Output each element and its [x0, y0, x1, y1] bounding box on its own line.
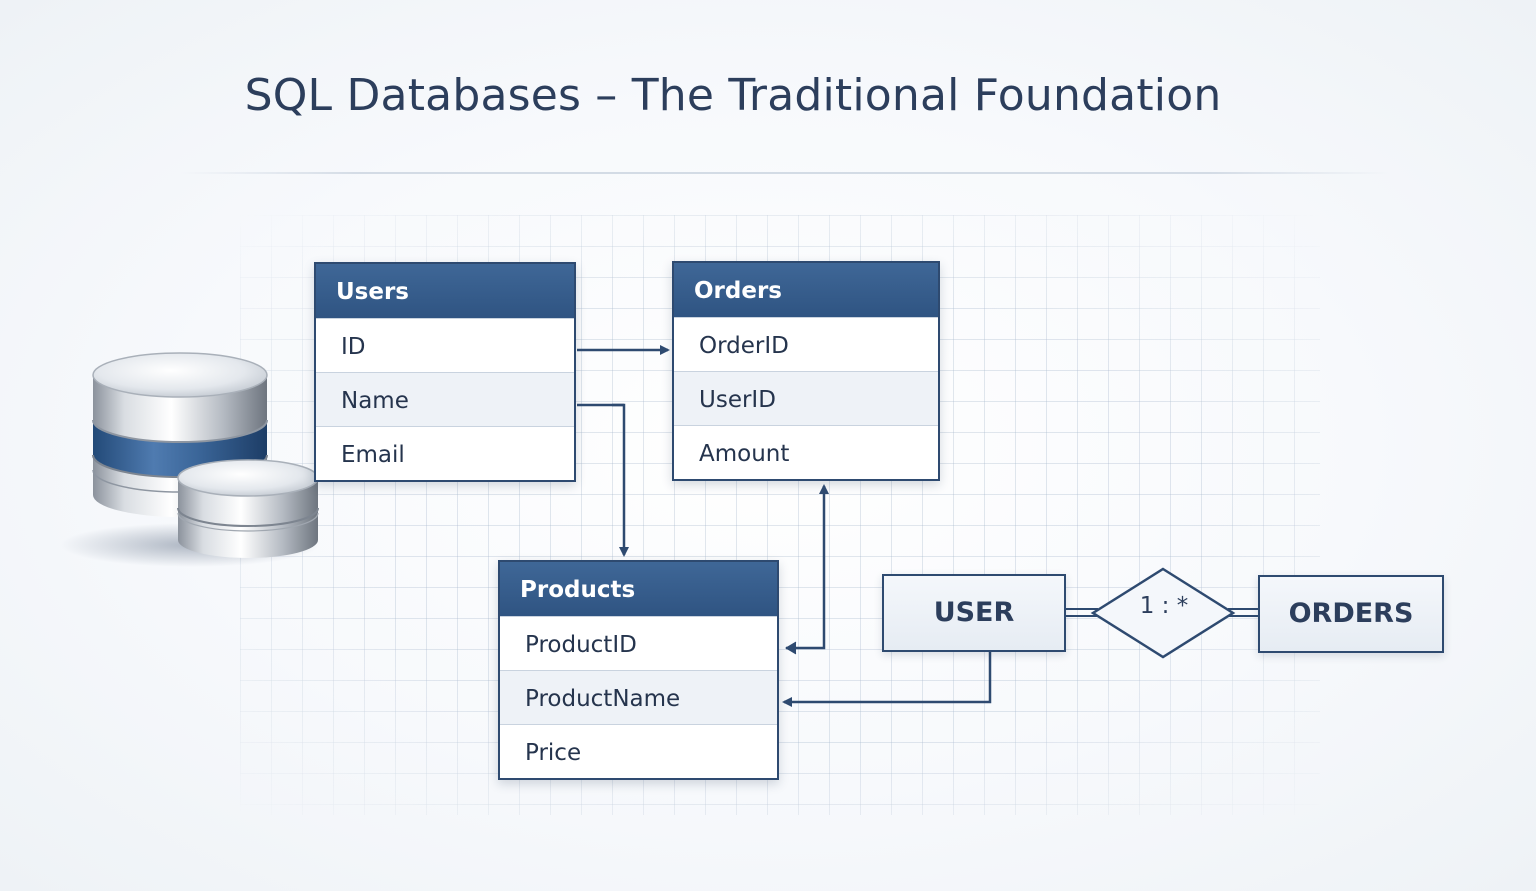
users-field-email: Email	[316, 426, 574, 480]
relationship-cardinality: 1 : *	[1139, 593, 1189, 619]
products-table: Products ProductID ProductName Price	[498, 560, 779, 780]
er-entity-orders: ORDERS	[1258, 575, 1444, 653]
orders-field-userid: UserID	[674, 371, 938, 425]
products-field-productname: ProductName	[500, 670, 777, 724]
orders-field-amount: Amount	[674, 425, 938, 479]
users-table-header: Users	[316, 264, 574, 318]
products-field-productid: ProductID	[500, 616, 777, 670]
users-table: Users ID Name Email	[314, 262, 576, 482]
orders-table: Orders OrderID UserID Amount	[672, 261, 940, 481]
database-stack-icon	[60, 352, 320, 567]
orders-field-orderid: OrderID	[674, 317, 938, 371]
products-field-price: Price	[500, 724, 777, 778]
users-field-id: ID	[316, 318, 574, 372]
orders-table-header: Orders	[674, 263, 938, 317]
page-title: SQL Databases – The Traditional Foundati…	[244, 70, 1222, 121]
users-field-name: Name	[316, 372, 574, 426]
title-divider	[180, 172, 1390, 174]
products-table-header: Products	[500, 562, 777, 616]
er-entity-user: USER	[882, 574, 1066, 652]
